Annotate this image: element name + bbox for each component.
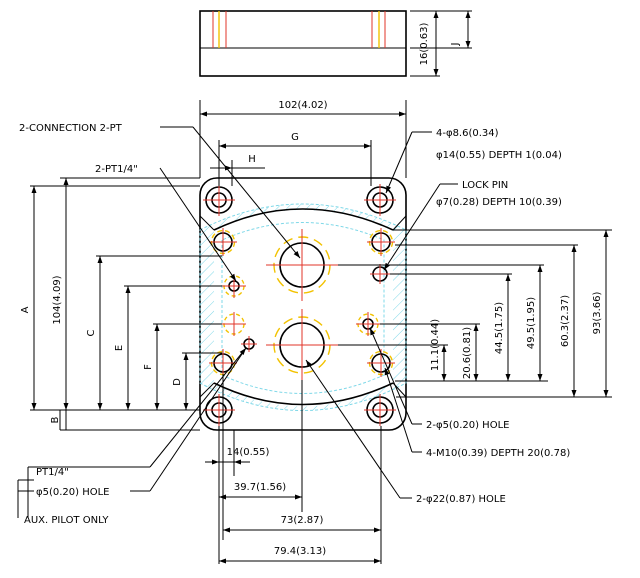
height-overall-label: 104(4.09)	[52, 275, 63, 324]
b4-label: 79.4(3.13)	[274, 546, 326, 557]
d-label: D	[172, 378, 183, 386]
main-port-top	[266, 229, 338, 301]
lockpin-callout-line1: LOCK PIN	[462, 180, 508, 191]
dimension-lines	[17, 100, 612, 564]
corner-hole-bl	[203, 394, 235, 426]
m10-hole-tl	[209, 228, 237, 256]
aux-pilot-hole	[241, 336, 257, 352]
m10-hole-tr	[367, 228, 395, 256]
b-label: B	[50, 416, 61, 423]
aux-callout-line1: PT1/4"	[36, 467, 69, 478]
thickness-label: 16(0.63)	[419, 23, 430, 66]
aux-callout-line3: AUX. PILOT ONLY	[24, 515, 109, 526]
r3-label: 44.5(1.75)	[494, 302, 505, 354]
holes-callout-line1: 4-φ8.6(0.34)	[436, 128, 499, 139]
connection-callout: 2-CONNECTION 2-PT	[19, 123, 123, 134]
holes-callout-line2: φ14(0.55) DEPTH 1(0.04)	[436, 150, 562, 161]
h-label: H	[248, 154, 256, 165]
r2-label: 20.6(0.81)	[462, 327, 473, 379]
r1-label: 11.1(0.44)	[430, 319, 441, 371]
hole5-callout: 2-φ5(0.20) HOLE	[426, 420, 509, 431]
corner-hole-tr	[364, 184, 396, 216]
plate-side-outline	[199, 10, 407, 77]
corner-hole-br	[364, 394, 396, 426]
lockpin-callout-line2: φ7(0.28) DEPTH 10(0.39)	[436, 197, 562, 208]
right-hole-5	[356, 312, 380, 336]
r6-label: 93(3.66)	[592, 292, 603, 335]
pt14-callout: 2-PT1/4"	[95, 164, 138, 175]
top-arc	[213, 208, 394, 231]
c-label: C	[86, 329, 97, 336]
r4-label: 49.5(1.95)	[526, 297, 537, 349]
f-label: F	[143, 364, 154, 370]
g-label: G	[291, 132, 299, 143]
width-overall-label: 102(4.02)	[278, 100, 327, 111]
e-label: E	[114, 345, 125, 351]
b1-label: 14(0.55)	[227, 447, 270, 458]
pilot-hole-left	[222, 312, 246, 336]
lock-pin-hole	[370, 264, 390, 284]
r5-label: 60.3(2.37)	[560, 295, 571, 347]
main-port-bottom	[266, 309, 338, 381]
front-view	[199, 177, 407, 431]
bottom-arc	[213, 382, 394, 406]
hole22-callout: 2-φ22(0.87) HOLE	[416, 494, 506, 505]
aux-callout-line2: φ5(0.20) HOLE	[36, 487, 110, 498]
b2-label: 39.7(1.56)	[234, 482, 286, 493]
j-label: J	[450, 43, 461, 47]
top-view: 16(0.63) J	[199, 10, 472, 77]
sealing-inner-outline	[221, 222, 385, 394]
a-label: A	[20, 306, 31, 313]
corner-hole-tl	[203, 184, 235, 216]
b3-label: 73(2.87)	[281, 515, 324, 526]
m10-callout: 4-M10(0.39) DEPTH 20(0.78)	[426, 448, 570, 459]
callout-labels: 2-CONNECTION 2-PT 2-PT1/4" 4-φ8.6(0.34) …	[19, 123, 570, 526]
dimension-labels: 102(4.02) G H A 104(4.09) C E F D B 11.1…	[20, 100, 603, 557]
